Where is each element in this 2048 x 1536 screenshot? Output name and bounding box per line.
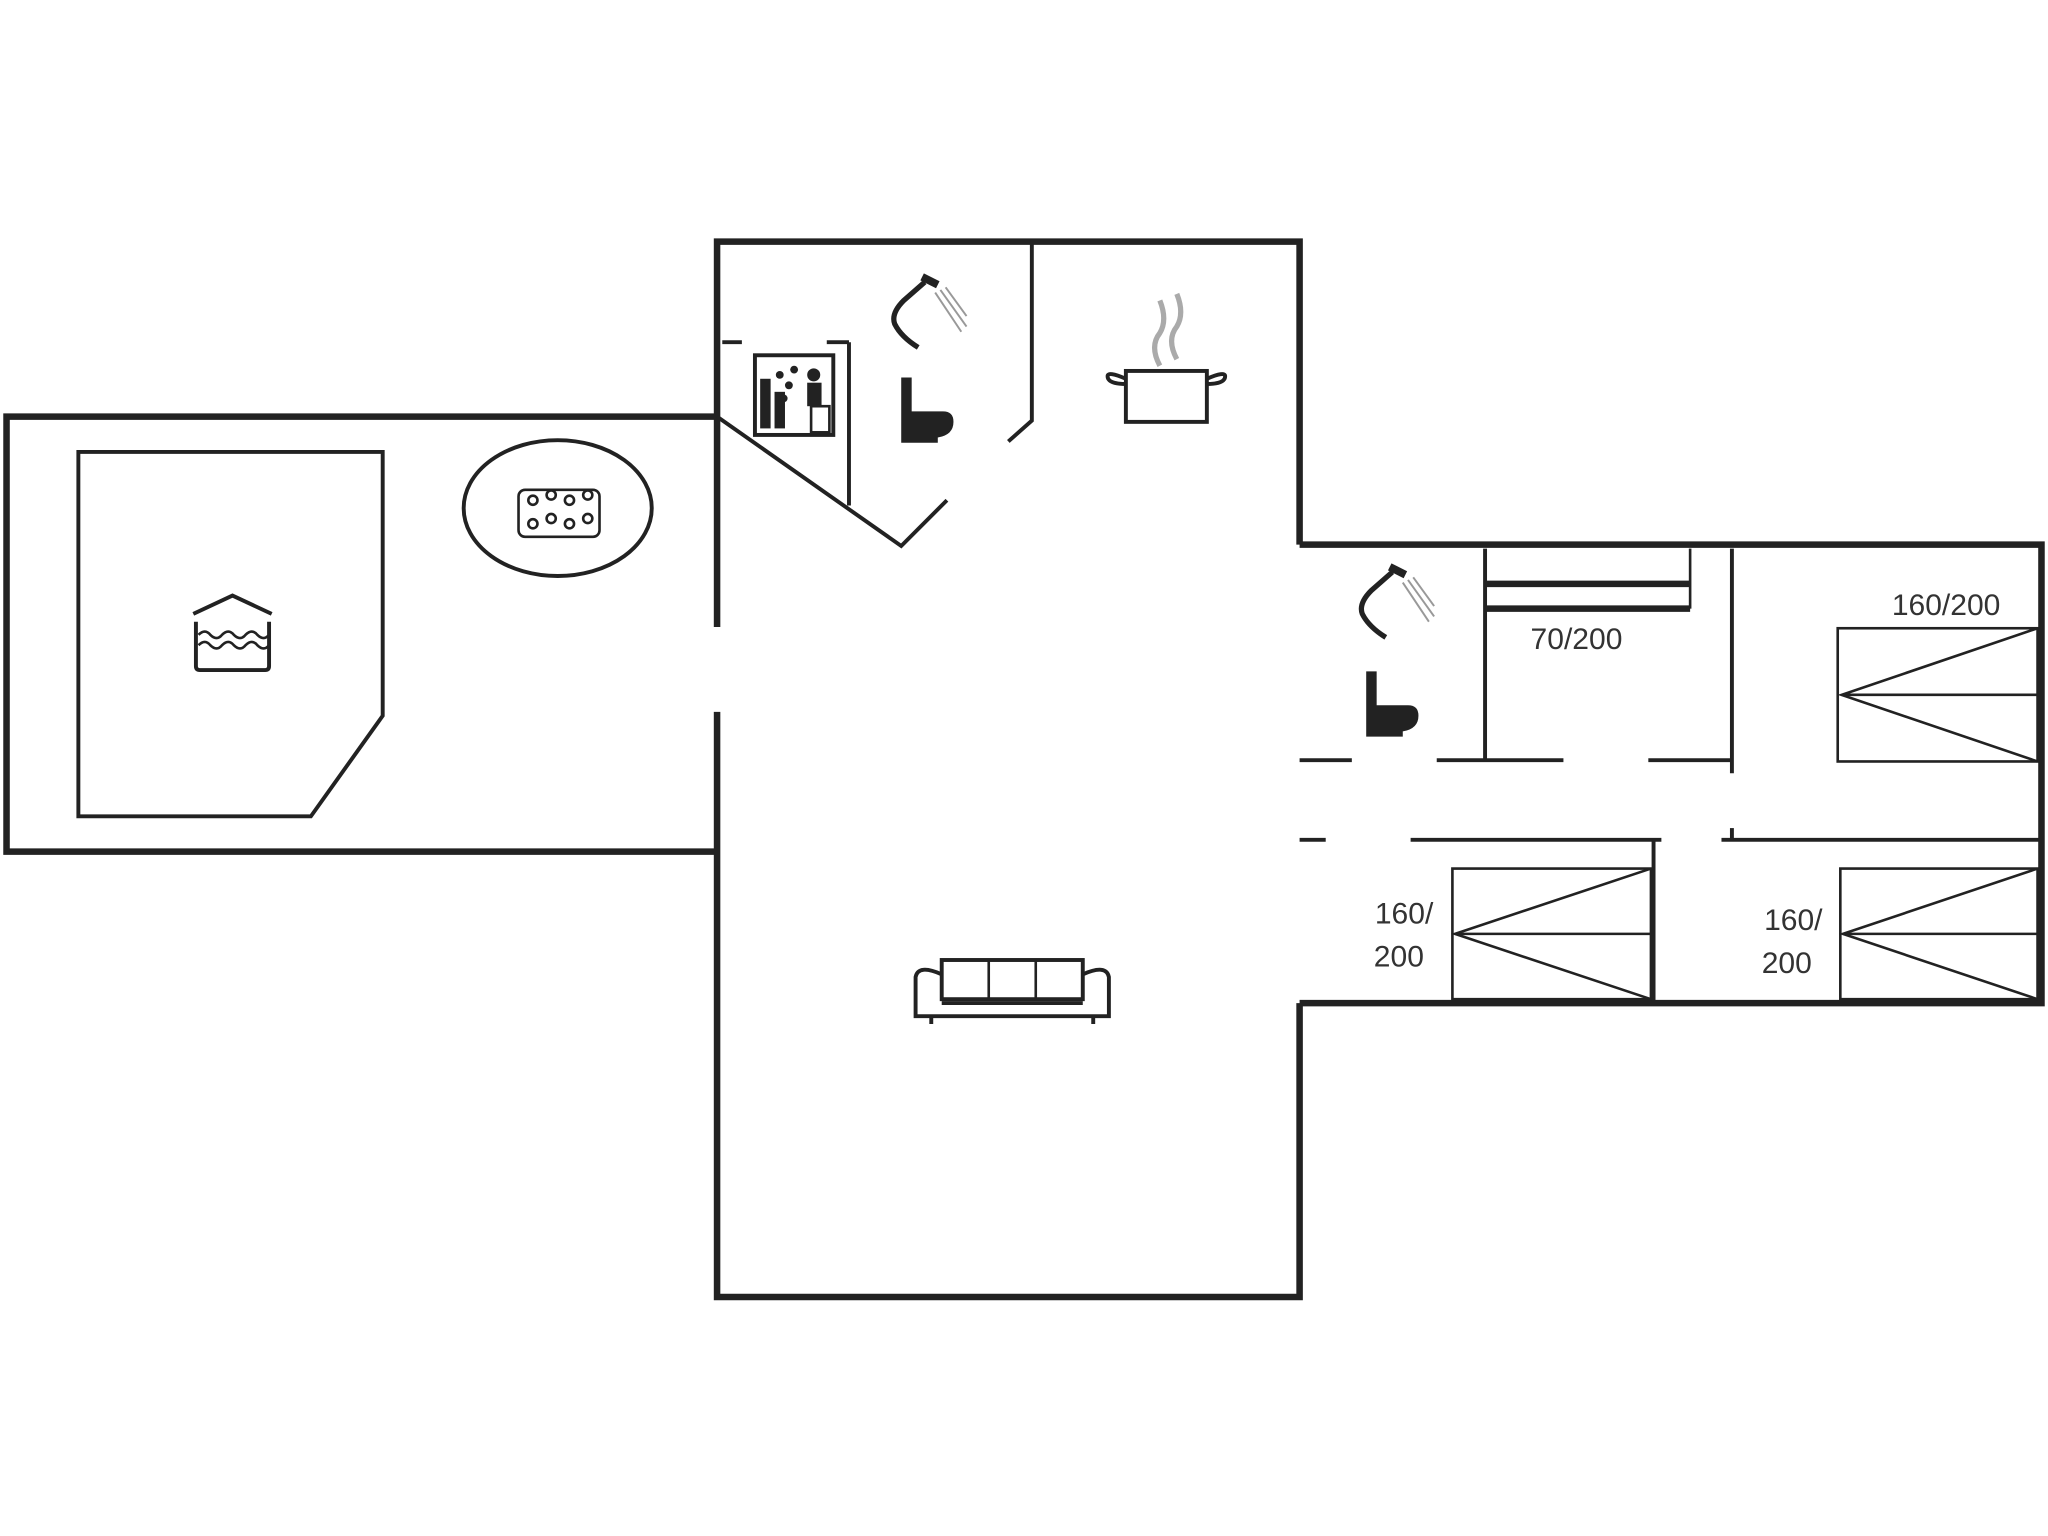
double-bed: 160/ 200 [1374,867,1653,1001]
shower-icon [891,273,968,350]
sofa-icon [913,958,1111,1024]
sauna-icon [752,353,836,437]
double-bed: 160/ 200 [1762,867,2039,1001]
double-bed: 160/200 [1836,589,2039,763]
toilet-icon [901,377,954,443]
pool-icon [192,593,273,672]
right-wing: 70/200 160/200 160/ 200 160/ 200 [1299,541,2045,1007]
bed-size-label-line2: 200 [1374,941,1424,974]
main-block [713,238,1303,1301]
bed-size-label-line1: 160/ [1764,904,1823,937]
cooking-pot-icon [1105,292,1228,424]
bed-size-label-line1: 160/ [1375,897,1434,930]
shower-icon [1358,563,1435,640]
pool-outline [76,449,385,819]
bed-size-label: 160/200 [1892,589,2001,622]
bed-size-label: 70/200 [1531,623,1623,656]
toilet-icon [1366,671,1419,737]
left-wing [3,413,718,855]
bed-size-label-line2: 200 [1762,947,1812,980]
hot-tub-icon [461,438,654,578]
single-bed: 70/200 [1485,548,1692,656]
